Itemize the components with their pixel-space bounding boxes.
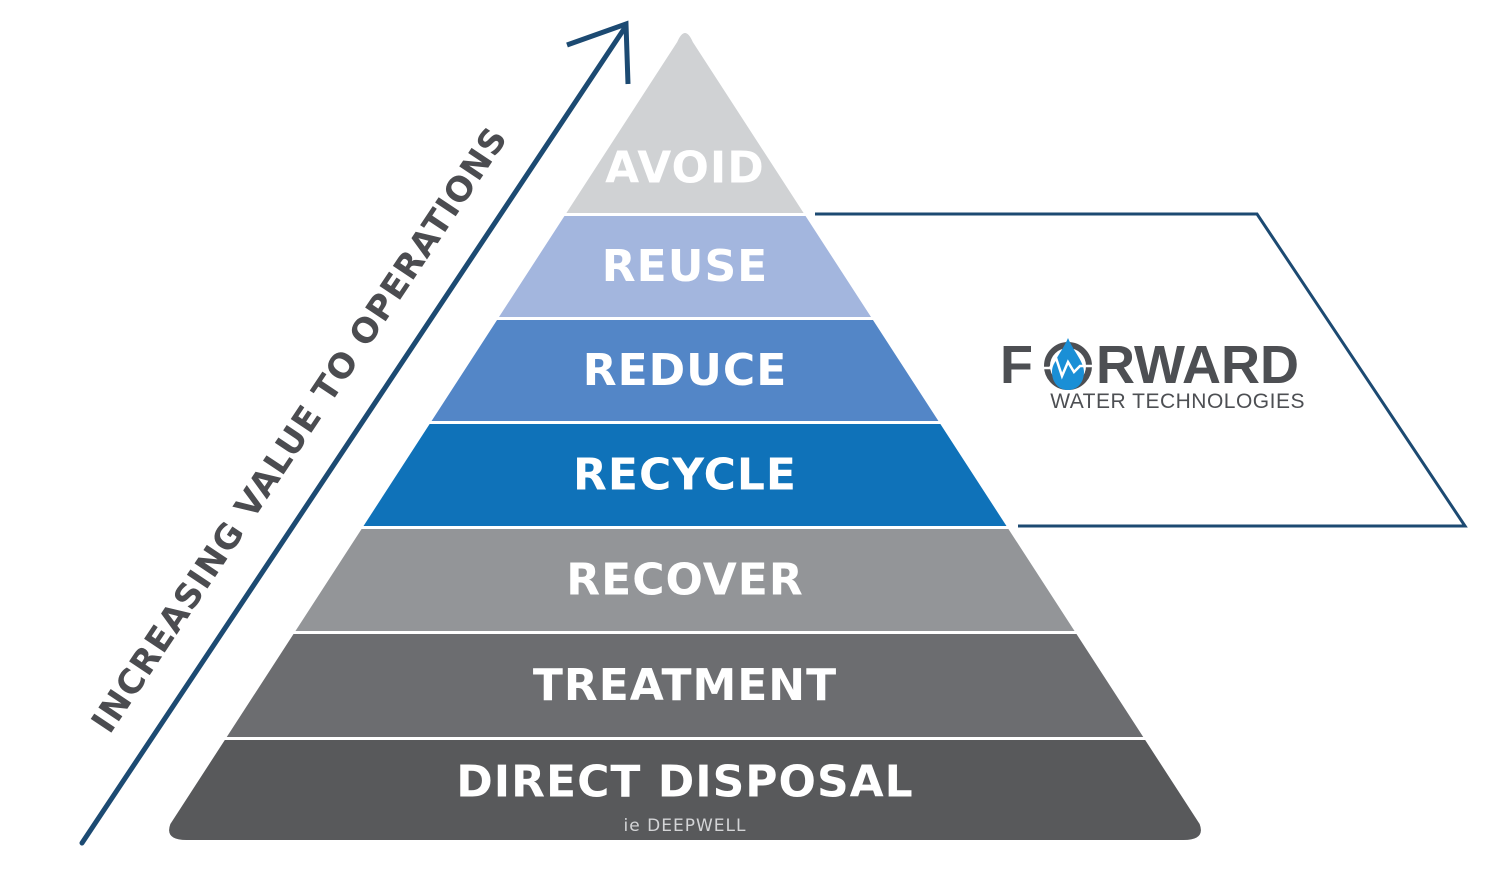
tier-band <box>295 529 1075 631</box>
forward-logo: F RWARD WATER TECHNOLOGIES <box>1000 335 1305 413</box>
tier-recover: RECOVER <box>295 529 1075 631</box>
logo-tagline: WATER TECHNOLOGIES <box>1050 390 1305 413</box>
tier-label: RECYCLE <box>573 450 797 501</box>
water-drop-icon <box>1040 338 1096 390</box>
logo-wordmark-suffix: RWARD <box>1096 335 1299 395</box>
tier-label: AVOID <box>605 143 765 194</box>
logo-wordmark-prefix: F <box>1000 335 1033 395</box>
tier-band <box>169 740 1201 840</box>
tier-recycle: RECYCLE <box>363 424 1007 526</box>
tier-reduce: REDUCE <box>431 320 939 421</box>
tier-band <box>363 424 1007 526</box>
callout-outline <box>815 212 1468 528</box>
tier-sublabel: ie DEEPWELL <box>624 816 747 836</box>
tier-label: REDUCE <box>583 345 788 396</box>
tier-treatment: TREATMENT <box>226 634 1144 737</box>
tier-label: RECOVER <box>566 555 803 606</box>
tier-direct-disposal: DIRECT DISPOSAL ie DEEPWELL <box>169 740 1201 840</box>
pyramid-tiers: AVOID REUSE REDUCE RECYCLE RECOVER TREATMENT D… <box>169 33 1201 840</box>
tier-reuse: REUSE <box>498 216 872 317</box>
arrow-up-icon <box>566 20 631 85</box>
tier-band <box>431 320 939 421</box>
tier-band <box>498 216 872 317</box>
tier-band <box>566 33 804 213</box>
tier-label: DIRECT DISPOSAL <box>456 757 913 808</box>
tier-label: TREATMENT <box>533 660 837 711</box>
tier-band <box>226 634 1144 737</box>
axis-arrow-line <box>79 26 627 846</box>
tier-avoid: AVOID <box>566 33 804 213</box>
tier-label: REUSE <box>602 241 768 292</box>
